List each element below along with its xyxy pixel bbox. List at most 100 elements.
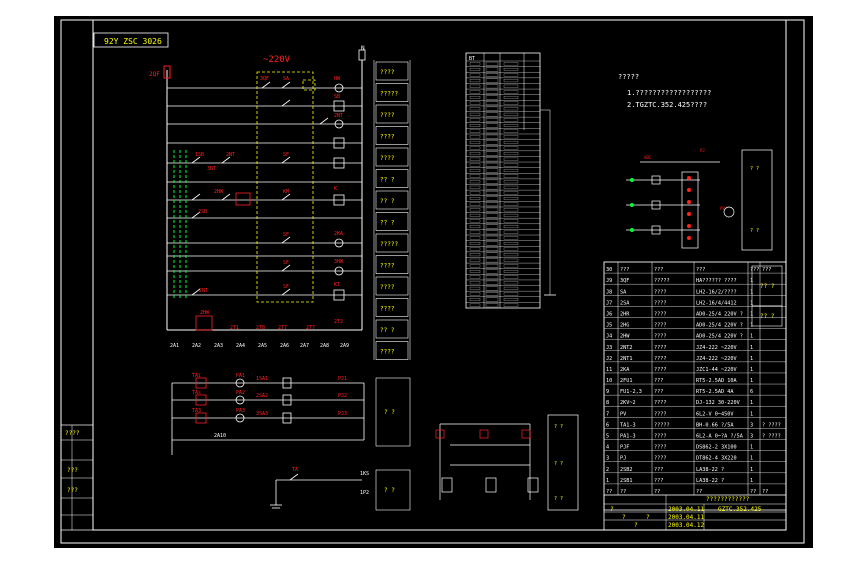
terminal-tag bbox=[469, 135, 481, 139]
terminal-tag bbox=[469, 202, 481, 206]
svg-text:KT: KT bbox=[334, 282, 340, 288]
terminal-tag bbox=[469, 163, 481, 167]
svg-text:? ?: ? ? bbox=[750, 228, 759, 234]
terminal-tag bbox=[469, 208, 481, 212]
svg-text:SA: SA bbox=[283, 76, 289, 82]
title-block-mark-3: ? bbox=[634, 522, 638, 529]
terminal-tag bbox=[469, 124, 481, 127]
terminal-block-header: BT bbox=[469, 56, 475, 62]
table-cell: TA1-3 bbox=[620, 422, 636, 428]
table-cell: 2FU1 bbox=[620, 378, 633, 384]
right-box bbox=[375, 319, 409, 339]
svg-text:SB: SB bbox=[334, 94, 340, 100]
terminal-cell bbox=[485, 162, 499, 167]
terminal-cell bbox=[485, 280, 499, 285]
terminal-cell bbox=[485, 157, 499, 162]
table-cell: 2HR bbox=[620, 311, 630, 317]
right-box-label: ?? ? bbox=[380, 327, 395, 334]
svg-text:2A6: 2A6 bbox=[280, 343, 289, 349]
terminal-wire bbox=[503, 140, 519, 144]
svg-text:? ?: ? ? bbox=[750, 166, 759, 172]
terminal-wire bbox=[503, 208, 519, 212]
table-cell: ?? bbox=[620, 489, 626, 495]
terminal-wire bbox=[503, 202, 519, 206]
right-box bbox=[375, 104, 409, 124]
table-cell: 1 bbox=[750, 367, 753, 373]
terminal-tag bbox=[469, 197, 481, 200]
svg-text:PA3: PA3 bbox=[236, 408, 245, 414]
svg-text:2T1: 2T1 bbox=[230, 325, 239, 331]
terminal-wire bbox=[503, 230, 519, 234]
terminal-cell bbox=[485, 263, 499, 268]
table-cell: ? ???? bbox=[762, 434, 781, 440]
table-cell: 1 bbox=[750, 345, 753, 351]
svg-text:2NT: 2NT bbox=[334, 113, 343, 119]
terminal-wire bbox=[503, 191, 519, 195]
terminal-wire bbox=[503, 270, 519, 273]
terminal-wire bbox=[503, 303, 519, 307]
terminal-tag bbox=[469, 298, 481, 302]
terminal-wire bbox=[503, 84, 519, 88]
table-cell: 4 bbox=[606, 445, 609, 451]
table-cell: 6L2-A 0~?A ?/5A bbox=[696, 434, 744, 440]
terminal-cell bbox=[485, 168, 499, 173]
side-box bbox=[375, 377, 411, 447]
table-cell: 10 bbox=[606, 378, 612, 384]
right-box-label: ???? bbox=[380, 349, 395, 356]
table-cell: ???? bbox=[654, 434, 667, 440]
terminal-cell bbox=[485, 89, 499, 94]
terminal-tag bbox=[469, 79, 481, 83]
notes-line2: 2.TGZTC.352.425???? bbox=[627, 101, 707, 109]
terminal-tag bbox=[469, 275, 481, 279]
table-cell: JZ4-222 ~220V bbox=[696, 356, 737, 362]
terminal-tag bbox=[469, 112, 481, 116]
svg-text:? ?: ? ? bbox=[554, 461, 563, 467]
svg-text:PJ: PJ bbox=[700, 148, 705, 153]
table-cell: ??? bbox=[654, 467, 663, 473]
right-box bbox=[375, 341, 409, 360]
svg-text:2A2: 2A2 bbox=[192, 343, 201, 349]
svg-text:1SA1: 1SA1 bbox=[256, 376, 268, 382]
table-cell: J3 bbox=[606, 345, 612, 351]
svg-text:SF: SF bbox=[283, 232, 289, 238]
terminal-wire bbox=[503, 281, 519, 285]
table-cell: 1 bbox=[750, 311, 753, 317]
terminal-cell bbox=[485, 101, 499, 106]
side-box-label: ?? ? bbox=[760, 283, 775, 290]
right-box bbox=[375, 298, 409, 317]
meter-schematic: ? ? ? ? ABC PJ PV bbox=[626, 148, 773, 251]
terminal-cell bbox=[485, 174, 499, 179]
right-box-label: ???? bbox=[380, 263, 395, 270]
right-box bbox=[375, 190, 409, 210]
terminal-cell bbox=[485, 207, 499, 212]
terminal-wire bbox=[503, 101, 519, 105]
table-cell: ????? bbox=[654, 422, 670, 428]
table-cell: PJ bbox=[620, 456, 626, 462]
breaker-left-label: 2QF bbox=[149, 71, 160, 78]
right-box-label: ???? bbox=[380, 69, 395, 76]
svg-text:KM: KM bbox=[283, 189, 289, 195]
terminal-tag bbox=[469, 101, 481, 105]
side-box-label: ? ? bbox=[384, 409, 395, 416]
table-cell: DT862-4 3X220 bbox=[696, 456, 737, 462]
title-block-date1: 2003.04.11 bbox=[668, 506, 705, 513]
terminal-cell bbox=[485, 213, 499, 218]
terminal-cell bbox=[485, 129, 499, 134]
terminal-wire bbox=[503, 67, 519, 71]
left-stamp-2: ??? bbox=[67, 467, 78, 474]
right-box bbox=[375, 83, 409, 102]
table-cell: 1 bbox=[750, 289, 753, 295]
terminal-wire bbox=[503, 286, 519, 290]
svg-text:2A10: 2A10 bbox=[214, 433, 226, 439]
table-cell: PJF bbox=[620, 445, 629, 451]
terminal-cell bbox=[485, 185, 499, 190]
table-cell: 1 bbox=[750, 456, 753, 462]
table-cell: PV bbox=[620, 411, 626, 417]
terminal-wire bbox=[503, 169, 519, 172]
terminal-wire bbox=[503, 247, 519, 251]
notes-heading: ????? bbox=[618, 73, 639, 81]
terminal-tag bbox=[469, 62, 481, 66]
table-cell: ????? bbox=[654, 278, 670, 284]
table-cell: J6 bbox=[606, 311, 612, 317]
table-cell: RT5-2.5AD 4A bbox=[696, 389, 734, 395]
